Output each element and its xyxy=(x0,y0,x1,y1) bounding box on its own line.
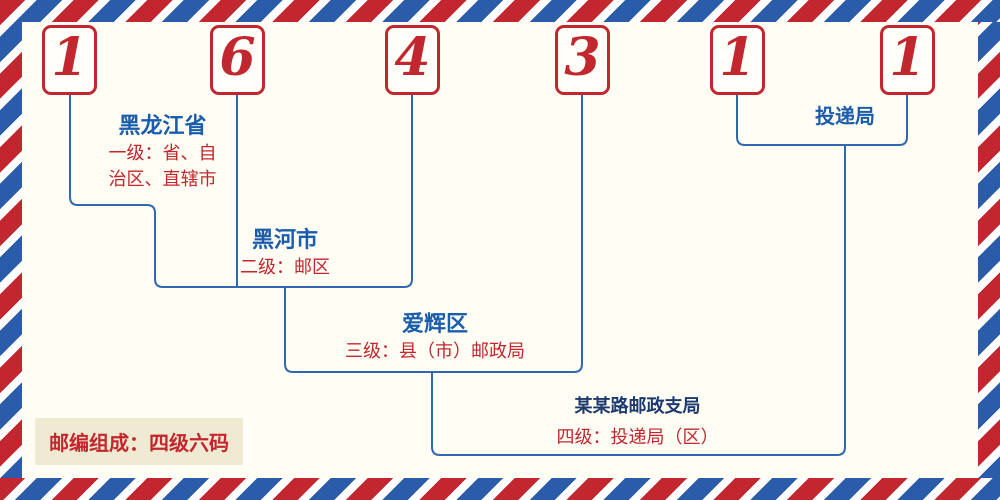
delivery-name: 投递局 xyxy=(815,106,875,128)
digit-box-5: 1 xyxy=(710,25,765,95)
level4-desc: 四级：投递局（区） xyxy=(556,427,719,447)
level4-name: 某某路邮政支局 xyxy=(574,396,701,416)
airmail-border-bottom xyxy=(0,478,1000,500)
digit-box-1: 1 xyxy=(42,25,97,95)
digit-box-3: 4 xyxy=(385,25,440,95)
composition-badge: 邮编组成：四级六码 xyxy=(35,418,243,465)
digit-4: 3 xyxy=(564,27,601,88)
label-level2-zone: 黑河市 二级：邮区 xyxy=(195,226,375,280)
level1-name: 黑龙江省 xyxy=(118,113,207,138)
label-delivery-bureau: 投递局 xyxy=(795,104,895,130)
label-level3-county: 爱辉区 三级：县（市）邮政局 xyxy=(310,310,560,364)
level3-name: 爱辉区 xyxy=(401,311,468,336)
digit-2: 6 xyxy=(219,27,256,88)
label-level4-branch: 某某路邮政支局 四级：投递局（区） xyxy=(510,394,765,450)
digit-box-6: 1 xyxy=(880,25,935,95)
digit-1: 1 xyxy=(51,27,88,88)
digit-box-2: 6 xyxy=(210,25,265,95)
digit-6: 1 xyxy=(889,27,926,88)
level2-desc: 二级：邮区 xyxy=(240,257,330,277)
level1-desc-line1: 一级：省、自 xyxy=(108,143,217,163)
level2-name: 黑河市 xyxy=(251,227,318,252)
digit-box-4: 3 xyxy=(555,25,610,95)
level1-desc-line2: 治区、直辖市 xyxy=(108,169,217,189)
level3-desc: 三级：县（市）邮政局 xyxy=(345,341,525,361)
airmail-border-top xyxy=(0,0,1000,22)
digit-3: 4 xyxy=(394,27,431,88)
airmail-border-right xyxy=(978,0,1000,500)
digit-5: 1 xyxy=(719,27,756,88)
label-level1-province: 黑龙江省 一级：省、自 治区、直辖市 xyxy=(75,112,250,192)
airmail-border-left xyxy=(0,0,22,500)
